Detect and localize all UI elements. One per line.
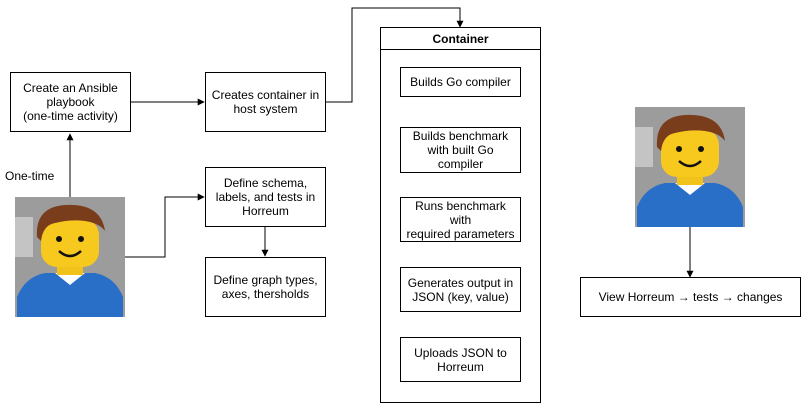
container-step-3: Runs benchmark with required parameters [400,197,521,242]
edge-create-container-to-container [326,7,464,103]
container-step-5: Uploads JSON to Horreum [400,337,521,382]
container-title: Container [381,28,540,50]
lego-figure-icon [15,197,125,317]
container-step-2: Builds benchmark with built Go compiler [400,127,521,173]
lego-figure-user-left [15,197,125,317]
ansible-playbook-node: Create an Ansible playbook (one-time act… [10,72,131,132]
container-step-4: Generates output in JSON (key, value) [400,267,521,312]
one-time-label: One-time [5,169,55,183]
view-horreum-node: View Horreum → tests → changes [580,277,801,317]
create-container-node: Creates container in host system [205,72,326,132]
container-step-1: Builds Go compiler [400,67,521,97]
define-graph-node: Define graph types, axes, thersholds [205,257,326,317]
edge-user-to-define-schema [125,193,205,258]
lego-figure-user-right [635,107,745,227]
lego-figure-icon [635,107,745,227]
define-schema-node: Define schema, labels, and tests in Horr… [205,167,326,227]
